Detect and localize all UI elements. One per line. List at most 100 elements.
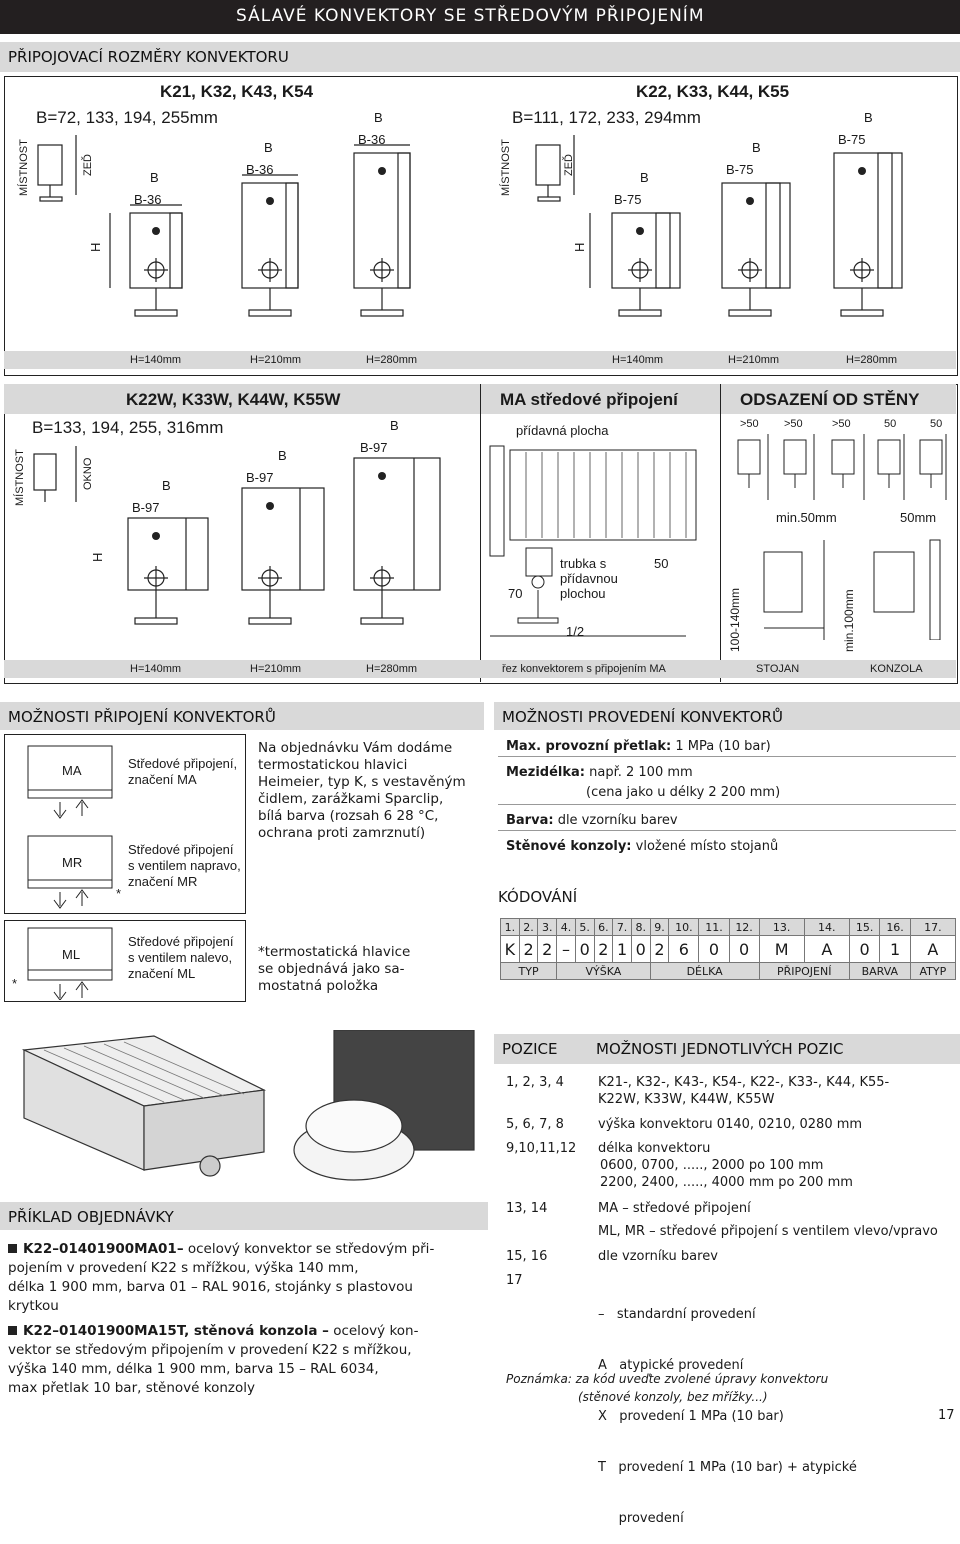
example-code: K22–01401900MA15T, stěnová konzola – [23,1323,329,1339]
position-row: 9,10,11,12 [506,1140,576,1157]
desc-line: K21-, K32-, K43-, K54-, K22-, K33-, K44,… [598,1075,890,1090]
coding-positions-row: 1.2.3.4.5.6.7.8.9.10.11.12.13.14.15.16.1… [500,918,957,936]
example-line: max přetlak 10 bar, stěnové konzoly [8,1380,255,1396]
pos-cell: 7. [612,918,632,936]
note-line: (stěnové konzoly, bez mřížky...) [578,1390,768,1404]
position-row: 13, 14 [506,1200,547,1217]
group-cell: TYP [499,962,558,980]
b-label-2: B [264,140,273,155]
desc-line: s ventilem napravo, [128,858,241,873]
offset-mark-4: 50 [884,418,897,430]
group-cell: PŘIPOJENÍ [758,962,850,980]
page-title: SÁLAVÉ KONVEKTORY SE STŘEDOVÝM PŘIPOJENÍ… [236,6,705,26]
example-line: vektor se středovým připojením v provede… [8,1342,412,1358]
pos-cell: 13. [758,918,805,936]
position-desc: K21-, K32-, K43-, K54-, K22-, K33-, K44,… [598,1074,889,1108]
coding-title: KÓDOVÁNÍ [498,888,578,906]
position-note: Poznámka: za kód uveďte zvolené úpravy k… [506,1370,828,1406]
example-item-1: K22–01401900MA01– ocelový konvektor se s… [8,1240,486,1316]
position-row: 5, 6, 7, 8 [506,1116,564,1133]
connection-symbols [27,745,113,1000]
example-line: ocelový konvektor se středovým při- [187,1241,435,1257]
desc-line: K22W, K33W, K44W, K55W [598,1092,775,1107]
b-label-1: B [150,170,159,185]
val-cell: K [500,935,520,963]
option-value: 1 MPa (10 bar) [675,739,771,754]
note-line: termostatickou hlavici [258,757,408,773]
example-code: K22–01401900MA01– [23,1241,184,1257]
height-140-r: H=140mm [612,354,664,366]
position-desc: výška konvektoru 0140, 0210, 0280 mm [598,1116,862,1133]
desc-line: – standardní provedení [598,1307,756,1322]
desc-line: s ventilem nalevo, [128,950,233,965]
val-cell: 6 [668,935,700,963]
option-length: Mezidélka: např. 2 100 mm [506,764,693,781]
height-210: H=210mm [250,354,302,366]
example-line: krytkou [8,1298,59,1314]
heights-bar-2: H=140mm H=210mm H=280mm řez konvektorem … [4,660,956,678]
heights-bar-1: H=140mm H=210mm H=280mm H=140mm H=210mm … [4,351,956,369]
w-radiator-diagrams [33,446,441,625]
note-line: ochrana proti zamrznutí) [258,825,426,841]
b-minus-label-1: B-36 [134,192,162,207]
note-line: se objednává jako sa- [258,961,405,977]
bracket-height-label: min.100mm [842,589,856,652]
b-minus-label-r1: B-75 [614,192,642,207]
left-series-title: K21, K32, K43, K54 [160,82,314,101]
position-key: 9,10,11,12 [506,1141,577,1156]
note-line: Poznámka: za kód uveďte zvolené úpravy k… [506,1372,829,1386]
val-cell: 2 [593,935,614,963]
pos-cell: 8. [630,918,651,936]
example-header: PŘÍKLAD OBJEDNÁVKY [0,1202,488,1230]
example-line: výška 140 mm, délka 1 900 mm, barva 15 –… [8,1361,379,1377]
desc-line: délka konvektoru [598,1141,711,1156]
position-row: 15, 16 [506,1248,547,1265]
val-cell: 2 [518,935,539,963]
star-mr: * [116,886,122,901]
b-minus-label-3: B-36 [358,132,386,147]
page-number: 17 [938,1408,955,1423]
height-280-r: H=280mm [846,354,898,366]
position-row: 1, 2, 3, 4 [506,1074,564,1091]
positions-col1: POZICE [502,1040,558,1058]
tube-label-1: trubka s [560,556,607,571]
b-label-r3: B [864,110,873,125]
option-label: Mezidélka: [506,765,585,780]
b-label-w3: B [390,418,399,433]
option-color: Barva: dle vzorníku barev [506,812,678,829]
desc-line: značení ML [128,966,196,981]
position-desc: délka konvektoru 0600, 0700, ....., 2000… [598,1140,853,1191]
option-pressure: Max. provozní přetlak: 1 MPa (10 bar) [506,738,771,755]
position-key: 17 [506,1273,523,1288]
position-desc: dle vzorníku barev [598,1248,718,1265]
position-row: 17 [506,1272,523,1289]
coding-groups-row: TYP VÝŠKA DÉLKA PŘIPOJENÍ BARVA ATYP [499,962,957,980]
connection-ml-box [4,920,246,1002]
pos-cell: 12. [728,918,760,936]
stand-height-label: 100-140mm [728,587,742,652]
option-label: Stěnové konzoly: [506,839,632,854]
desc-line: výška konvektoru 0140, 0210, 0280 mm [598,1117,863,1132]
desc-line: 2200, 2400, ....., 4000 mm po 200 mm [600,1175,853,1190]
note-line: *termostatická hlavice [258,944,411,960]
desc-line: MA – středové připojení [598,1201,751,1216]
position-key: 5, 6, 7, 8 [506,1117,564,1132]
pos-cell: 1. [500,918,520,936]
b-minus-label-2: B-36 [246,162,274,177]
example-line: délka 1 900 mm, barva 01 – RAL 9016, sto… [8,1279,413,1295]
b-label-w1: B [162,478,171,493]
b-minus-label-r3: B-75 [838,132,866,147]
note-line: Na objednávku Vám dodáme [258,740,453,756]
mm50-label: 50mm [900,510,937,525]
val-cell: A [909,935,957,963]
b-label-3: B [374,110,383,125]
pos-cell: 17. [909,918,957,936]
connection-ma-mr-box [4,734,246,914]
position-desc: MA – středové připojení ML, MR – středov… [598,1200,938,1240]
height-210-w: H=210mm [250,663,302,675]
option-value: dle vzorníku barev [557,813,678,828]
val-cell: 0 [728,935,760,963]
bracket-caption: KONZOLA [870,663,923,675]
b-minus-label-w3: B-97 [360,440,388,455]
bullet [8,1326,17,1335]
